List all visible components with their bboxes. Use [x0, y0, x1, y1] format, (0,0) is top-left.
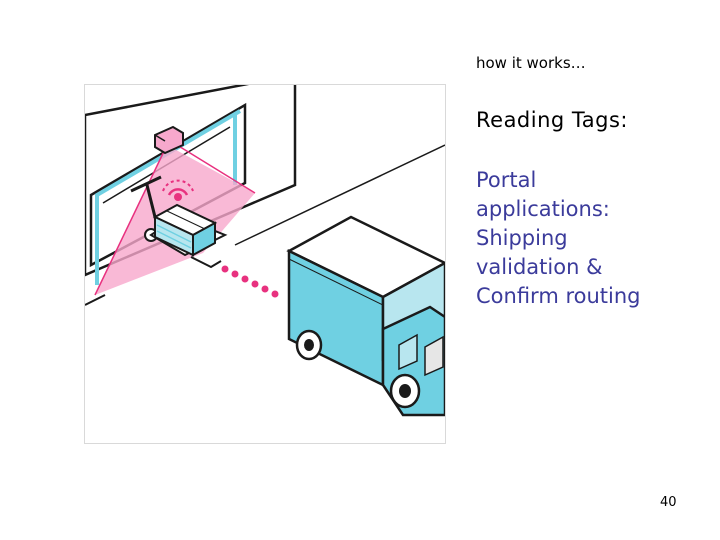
body-line-2: applications: — [476, 195, 706, 224]
front-wheel — [391, 375, 419, 407]
page-number: 40 — [660, 495, 677, 510]
slide-heading: Reading Tags: — [476, 108, 628, 132]
body-line-5: Confirm routing — [476, 282, 706, 311]
rear-wheel — [297, 331, 321, 359]
dotted-path — [222, 266, 279, 298]
slide-kicker: how it works… — [476, 54, 586, 72]
floor-line-left — [85, 295, 105, 305]
illustration-svg — [85, 85, 445, 443]
body-line-3: Shipping — [476, 224, 706, 253]
rfid-portal-illustration — [84, 84, 446, 444]
body-line-4: validation & — [476, 253, 706, 282]
pallet-fork — [191, 257, 221, 267]
body-line-1: Portal — [476, 166, 706, 195]
rfid-tag — [174, 193, 182, 201]
slide-body: Portal applications: Shipping validation… — [476, 166, 706, 311]
